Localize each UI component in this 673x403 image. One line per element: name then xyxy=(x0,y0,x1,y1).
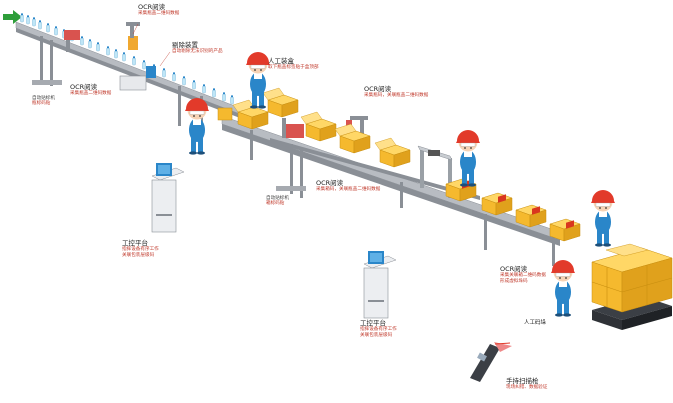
pallet-stack xyxy=(591,243,673,330)
gantry-scanner xyxy=(417,145,453,198)
labeling-machine-1 xyxy=(64,22,140,52)
ipc-terminal-1 xyxy=(151,163,185,233)
label-handheld-desc: 现场纠错、数据验证 xyxy=(506,385,548,391)
label-ocr-3-desc: 采集瓶码，关联瓶盖二维码数据 xyxy=(364,93,429,99)
worker-5 xyxy=(550,259,576,318)
ipc-terminal-2 xyxy=(363,251,397,319)
label-handheld: 手持扫描枪 现场纠错、数据验证 xyxy=(506,377,548,391)
label-ocr-3: OCR阅读 采集瓶码，关联瓶盖二维码数据 xyxy=(364,85,429,99)
label-manual-boxing: 人工装盒 取下瓶盖标签贴于盒顶部 xyxy=(268,57,319,71)
worker-4 xyxy=(590,189,616,248)
worker-2 xyxy=(184,97,210,156)
box-upper-small xyxy=(217,107,233,121)
label-handheld-title: 手持扫描枪 xyxy=(506,377,539,385)
label-ocr-5-title: OCR阅读 xyxy=(500,265,528,273)
label-auto-labeler-2: 自动贴标机 箱标码贴 xyxy=(266,196,289,207)
label-auto-labeler-1-title: 自动贴标机 xyxy=(32,96,55,101)
label-ocr-2-title: OCR阅读 xyxy=(70,83,98,91)
label-ipc-2-title: 工控平台 xyxy=(360,319,386,327)
label-ipc-2: 工控平台 指挥设备有序工作 关联包装层级码 xyxy=(360,319,397,338)
label-ocr-3-title: OCR阅读 xyxy=(364,85,392,93)
label-reject: 剔除装置 自动剔除无法识别的产品 xyxy=(172,41,223,55)
label-ocr-4-desc: 采集箱码，关联瓶盖二维码数据 xyxy=(316,187,381,193)
label-ocr-1-desc: 采集瓶盖二维码数据 xyxy=(138,11,180,17)
worker-3 xyxy=(455,129,481,188)
label-ipc-2-desc1: 指挥设备有序工作 xyxy=(360,327,397,333)
label-ocr-4: OCR阅读 采集箱码，关联瓶盖二维码数据 xyxy=(316,179,381,193)
label-auto-labeler-2-title: 自动贴标机 xyxy=(266,196,289,201)
label-manual-boxing-title: 人工装盒 xyxy=(268,57,294,65)
label-ocr-4-title: OCR阅读 xyxy=(316,179,344,187)
scanner-gun-icon xyxy=(470,342,512,382)
label-auto-labeler-2-desc: 箱标码贴 xyxy=(266,201,285,207)
label-ipc-1-title: 工控平台 xyxy=(122,239,148,247)
label-ipc-1-desc2: 关联包装层级码 xyxy=(122,252,155,258)
label-ipc-2-desc2: 关联包装层级码 xyxy=(360,332,393,338)
label-manual-stacking: 人工码垛 xyxy=(524,320,546,326)
label-ocr-5: OCR阅读 采集关联箱二维码数据 形成虚拟垛码 xyxy=(500,265,546,284)
label-ocr-2-desc: 采集瓶盖二维码数据 xyxy=(70,91,112,97)
label-auto-labeler-1: 自动贴标机 瓶标码贴 xyxy=(32,96,55,107)
label-reject-desc: 自动剔除无法识别的产品 xyxy=(172,49,223,55)
label-reject-title: 剔除装置 xyxy=(172,41,198,49)
robot-arm-icon xyxy=(346,116,368,142)
label-ocr-1: OCR阅读 采集瓶盖二维码数据 xyxy=(138,3,180,17)
label-ipc-1-desc1: 指挥设备有序工作 xyxy=(122,247,159,253)
leader-lines xyxy=(132,23,171,67)
green-arrow-icon xyxy=(3,10,22,24)
label-manual-boxing-desc: 取下瓶盖标签贴于盒顶部 xyxy=(268,65,319,71)
labeling-machine-2 xyxy=(282,118,304,138)
label-manual-stacking-title: 人工码垛 xyxy=(524,320,547,326)
label-auto-labeler-1-desc: 瓶标码贴 xyxy=(32,101,51,107)
label-ocr-5-desc2: 形成虚拟垛码 xyxy=(500,278,528,284)
label-ocr-1-title: OCR阅读 xyxy=(138,3,166,11)
label-ocr-2: OCR阅读 采集瓶盖二维码数据 xyxy=(70,83,112,97)
box-conveyor xyxy=(221,115,561,266)
worker-1 xyxy=(245,51,271,110)
label-ipc-1: 工控平台 指挥设备有序工作 关联包装层级码 xyxy=(122,239,159,258)
reject-device xyxy=(119,66,156,91)
label-ocr-5-desc1: 采集关联箱二维码数据 xyxy=(500,273,546,279)
